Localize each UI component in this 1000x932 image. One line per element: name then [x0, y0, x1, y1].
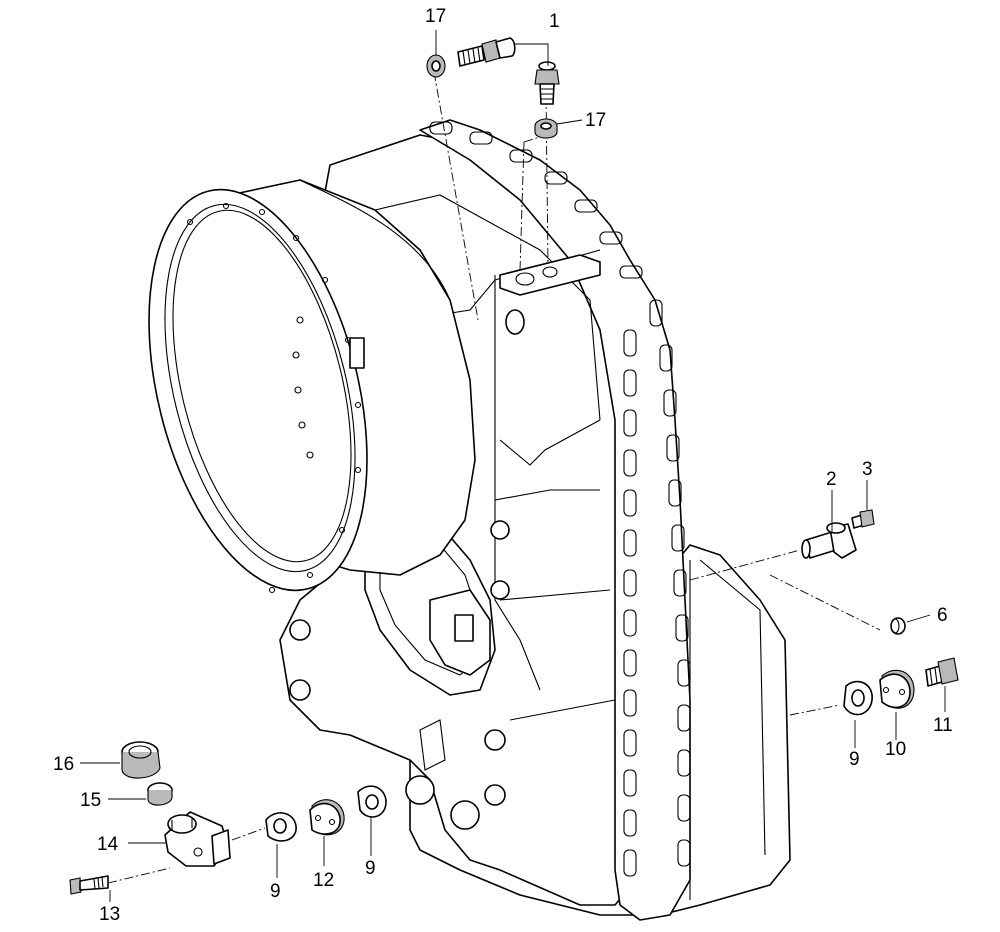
callout-2: 2 [826, 469, 837, 490]
callout-14: 14 [97, 834, 119, 855]
callout-9-left: 9 [270, 881, 281, 902]
callout-9-right: 9 [849, 749, 860, 770]
callout-10: 10 [885, 739, 906, 760]
cap-nut-16 [121, 741, 161, 779]
callout-11: 11 [933, 715, 953, 736]
transmission-housing [148, 119, 791, 921]
callout-9-middle: 9 [365, 858, 376, 879]
callout-16: 16 [53, 754, 74, 775]
callout-13: 13 [99, 904, 120, 925]
callout-15: 15 [80, 790, 101, 811]
callout-17-lower: 17 [585, 110, 606, 131]
callout-1: 1 [549, 11, 560, 32]
assembly-lines [107, 71, 881, 884]
callout-6: 6 [937, 605, 948, 626]
banjo-bolt-1 [457, 37, 516, 67]
washer-17-lower [534, 118, 558, 139]
callout-leaders [80, 30, 946, 902]
screw-11 [925, 657, 959, 687]
screw-3 [851, 509, 875, 529]
breather-elbow-2 [801, 522, 857, 559]
ring-15 [147, 782, 173, 806]
cover-plate-10 [879, 669, 915, 709]
callout-labels: 17 1 17 2 3 6 9 10 11 16 15 14 13 9 12 9 [53, 6, 953, 925]
gasket-9-left [265, 812, 297, 842]
elbow-fitting-14 [164, 811, 231, 867]
callout-12: 12 [313, 870, 334, 891]
callout-17-upper: 17 [425, 6, 446, 27]
bolt-13 [69, 875, 109, 895]
flange-bolt-bosses [429, 121, 691, 877]
washer-17-upper [426, 54, 446, 78]
callout-3: 3 [862, 459, 873, 480]
fitting-1 [534, 61, 560, 105]
bell-ring-bolt-holes [186, 202, 362, 594]
plug-6 [890, 617, 906, 635]
cover-plate-12 [309, 799, 345, 836]
gasket-9-middle [357, 785, 387, 818]
gasket-9-right [843, 680, 873, 716]
